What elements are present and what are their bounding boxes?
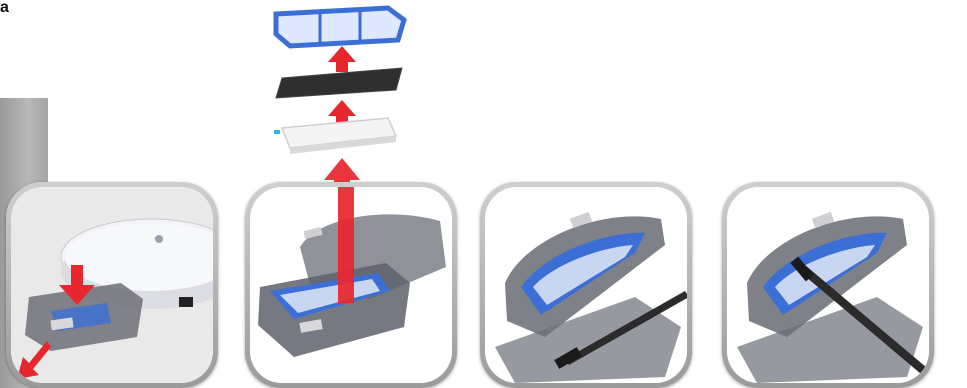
step-1-panel: [6, 182, 218, 388]
arrow-shaft-icon: [338, 187, 354, 303]
foam-filter: [274, 118, 396, 154]
sponge-filter: [276, 68, 402, 98]
robot-button-icon: [155, 235, 163, 243]
robot-dustbin-removal-illustration: [11, 187, 213, 383]
hepa-filter-frame: [276, 8, 404, 46]
corner-mark: a: [0, 0, 9, 16]
dustbin-brush-cleaning-illustration: [485, 187, 687, 383]
arrow-up-icon: [328, 46, 356, 72]
step-2-panel: [245, 182, 457, 388]
step-4-panel: [722, 182, 934, 388]
step-3-panel: [480, 182, 692, 388]
open-dustbin-illustration: [250, 187, 452, 383]
brush-scraping-illustration: [727, 187, 929, 383]
